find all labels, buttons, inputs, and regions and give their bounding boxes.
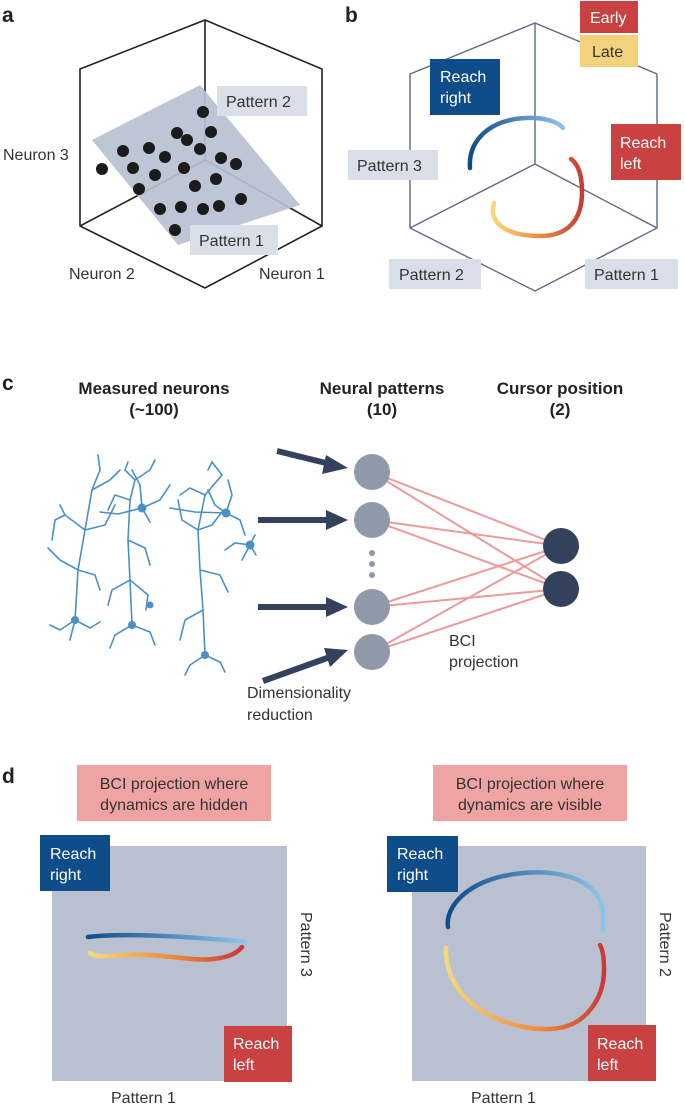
neuron-somas [71,503,255,659]
b-pattern-2-label: Pattern 2 [399,267,464,284]
panel-b-cube [409,22,658,292]
neural-patterns-title: Neural patterns [320,379,445,398]
b-pattern-2-box [389,259,481,289]
ellipsis-dots [369,550,375,578]
hidden-title-line-1: BCI projection where [100,776,249,793]
cursor-position-count: (2) [550,400,571,419]
measured-neurons-title: Measured neurons [78,379,229,398]
neuron-3-label: Neuron 3 [3,147,69,164]
hidden-reach-left-trajectory [87,944,245,962]
bci-projection-label-1: BCI [449,633,476,650]
hidden-dynamics-title-box [77,765,271,821]
pattern-plane [92,85,300,245]
reach-right-box [430,59,500,115]
bci-connections [371,471,562,653]
panel-b-letter: b [345,4,358,27]
d-right-y-axis-label: Pattern 2 [656,912,673,977]
panel-d-letter: d [2,765,15,788]
late-legend-label: Late [592,44,623,61]
b-pattern-3-box [348,150,438,180]
reach-right-trajectory [467,115,566,171]
neuron-state-dots [96,106,247,236]
reach-right-label-2: right [440,90,472,107]
d-right-reach-left-box [588,1025,656,1081]
neural-pattern-nodes [354,454,390,670]
dim-reduction-label-2: reduction [247,707,313,724]
input-arrows [258,448,348,684]
early-legend-box [580,1,638,33]
d-right-reach-right-1: Reach [397,846,443,863]
neuron-1-label: Neuron 1 [259,266,325,283]
d-right-x-axis-label: Pattern 1 [471,1090,536,1107]
bci-projection-label-2: projection [449,654,518,671]
reach-left-label-1: Reach [620,135,666,152]
visible-title-line-2: dynamics are visible [458,797,602,814]
d-left-reach-right-2: right [50,867,82,884]
d-left-reach-left-box [224,1026,292,1082]
visible-reach-right-trajectory [445,870,606,933]
d-left-reach-left-2: left [233,1057,255,1074]
pattern-2-label: Pattern 2 [226,94,291,111]
panel-d: d BCI projection where dynamics are hidd… [2,765,673,1107]
measured-neurons-count: (~100) [129,400,179,419]
visible-title-line-1: BCI projection where [456,776,605,793]
neuron-cells-drawing [47,454,257,676]
d-left-reach-right-1: Reach [50,846,96,863]
visible-dynamics-title-box [433,765,627,821]
pattern-1-label: Pattern 1 [199,233,264,250]
d-right-reach-left-2: left [597,1057,619,1074]
b-pattern-1-label: Pattern 1 [594,267,659,284]
reach-left-box [611,124,681,180]
cursor-nodes [543,528,579,607]
late-legend-box [580,35,638,67]
neuron-2-label: Neuron 2 [69,266,135,283]
d-left-x-axis-label: Pattern 1 [111,1090,176,1107]
early-legend-label: Early [590,10,626,27]
hidden-reach-right-trajectory [85,932,248,945]
reach-left-trajectory [490,156,585,239]
d-right-reach-right-2: right [397,867,429,884]
reach-left-label-2: left [620,156,642,173]
pattern-2-box [217,86,307,116]
panel-b: b Early Late Reach right Reach left Patt… [345,1,681,292]
visible-reach-left-trajectory [443,942,607,1032]
d-left-y-axis-label: Pattern 3 [297,912,314,977]
pattern-1-box [190,225,278,255]
dim-reduction-label-1: Dimensionality [247,685,351,702]
d-right-reach-left-1: Reach [597,1036,643,1053]
d-left-reach-left-1: Reach [233,1036,279,1053]
hidden-title-line-2: dynamics are hidden [100,797,248,814]
reach-right-label-1: Reach [440,69,486,86]
cursor-position-title: Cursor position [497,379,624,398]
panel-a: a Pattern 2 Pattern 1 Neuron 3 Neuron 2 … [2,4,325,289]
b-pattern-3-label: Pattern 3 [357,158,422,175]
b-pattern-1-box [585,259,678,289]
d-right-reach-right-box [387,836,458,892]
panel-c: c Measured neurons (~100) Neural pattern… [2,372,623,724]
d-left-reach-right-box [40,835,110,891]
panel-a-letter: a [2,4,14,27]
neural-patterns-count: (10) [367,400,397,419]
panel-c-letter: c [2,372,14,395]
